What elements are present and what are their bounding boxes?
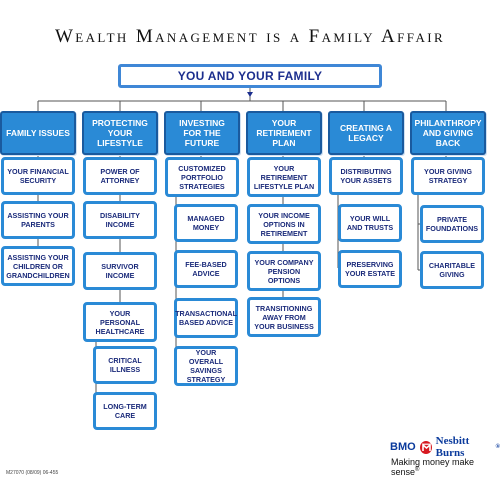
node-private-foundations: PRIVATE FOUNDATIONS — [420, 205, 484, 243]
node-your-company-pension-options: YOUR COMPANY PENSION OPTIONS — [247, 251, 321, 291]
node-assisting-your-children: ASSISTING YOUR CHILDREN OR GRANDCHILDREN — [1, 246, 75, 286]
tagline-trademark: ® — [415, 467, 420, 473]
document-code: M27070 (08/09) 06-455 — [6, 470, 59, 476]
page-title: Wealth Management is a Family Affair — [54, 26, 446, 47]
registered-mark: ® — [495, 444, 500, 450]
root-node: YOU AND YOUR FAMILY — [118, 64, 382, 88]
brand-tagline: Making money make sense® — [391, 457, 500, 477]
node-your-financial-security: YOUR FINANCIAL SECURITY — [1, 157, 75, 195]
node-fee-based-advice: FEE-BASED ADVICE — [174, 250, 238, 288]
node-power-of-attorney: POWER OF ATTORNEY — [83, 157, 157, 195]
node-disability-income: DISABILITY INCOME — [83, 201, 157, 239]
tagline-text: Making money make sense — [391, 457, 475, 477]
nesbitt-burns-wordmark: Nesbitt Burns — [435, 435, 470, 459]
node-your-giving-strategy: YOUR GIVING STRATEGY — [411, 157, 485, 195]
bmo-wordmark: BMO — [390, 441, 416, 453]
node-preserving-your-estate: PRESERVING YOUR ESTATE — [338, 250, 402, 288]
node-long-term-care: LONG-TERM CARE — [93, 392, 157, 430]
brand-logo: BMO Nesbitt Burns ® — [390, 435, 500, 459]
node-transactional-based-advice: TRANSACTIONAL BASED ADVICE — [174, 298, 238, 338]
node-your-personal-healthcare: YOUR PERSONAL HEALTHCARE — [83, 302, 157, 342]
heading-family-issues: FAMILY ISSUES — [0, 111, 76, 155]
node-transitioning-away-from-your-business: TRANSITIONING AWAY FROM YOUR BUSINESS — [247, 297, 321, 337]
node-your-income-options-in-retirement: YOUR INCOME OPTIONS IN RETIREMENT — [247, 204, 321, 244]
bmo-roundel-icon — [419, 440, 432, 454]
node-survivor-income: SURVIVOR INCOME — [83, 252, 157, 290]
node-assisting-your-parents: ASSISTING YOUR PARENTS — [1, 201, 75, 239]
node-your-will-and-trusts: YOUR WILL AND TRUSTS — [338, 204, 402, 242]
node-your-overall-savings-strategy: YOUR OVERALL SAVINGS STRATEGY — [174, 346, 238, 386]
heading-your-retirement-plan: YOUR RETIREMENT PLAN — [246, 111, 322, 155]
node-managed-money: MANAGED MONEY — [174, 204, 238, 242]
arrow-down-icon — [247, 92, 253, 97]
node-your-retirement-lifestyle-plan: YOUR RETIREMENT LIFESTYLE PLAN — [247, 157, 321, 197]
heading-protecting-your-lifestyle: PROTECTING YOUR LIFESTYLE — [82, 111, 158, 155]
node-charitable-giving: CHARITABLE GIVING — [420, 251, 484, 289]
heading-philanthropy-and-giving-back: PHILANTHROPY AND GIVING BACK — [410, 111, 486, 155]
node-distributing-your-assets: DISTRIBUTING YOUR ASSETS — [329, 157, 403, 195]
heading-investing-for-the-future: INVESTING FOR THE FUTURE — [164, 111, 240, 155]
node-customized-portfolio-strategies: CUSTOMIZED PORTFOLIO STRATEGIES — [165, 157, 239, 197]
node-critical-illness: CRITICAL ILLNESS — [93, 346, 157, 384]
heading-creating-a-legacy: CREATING A LEGACY — [328, 111, 404, 155]
